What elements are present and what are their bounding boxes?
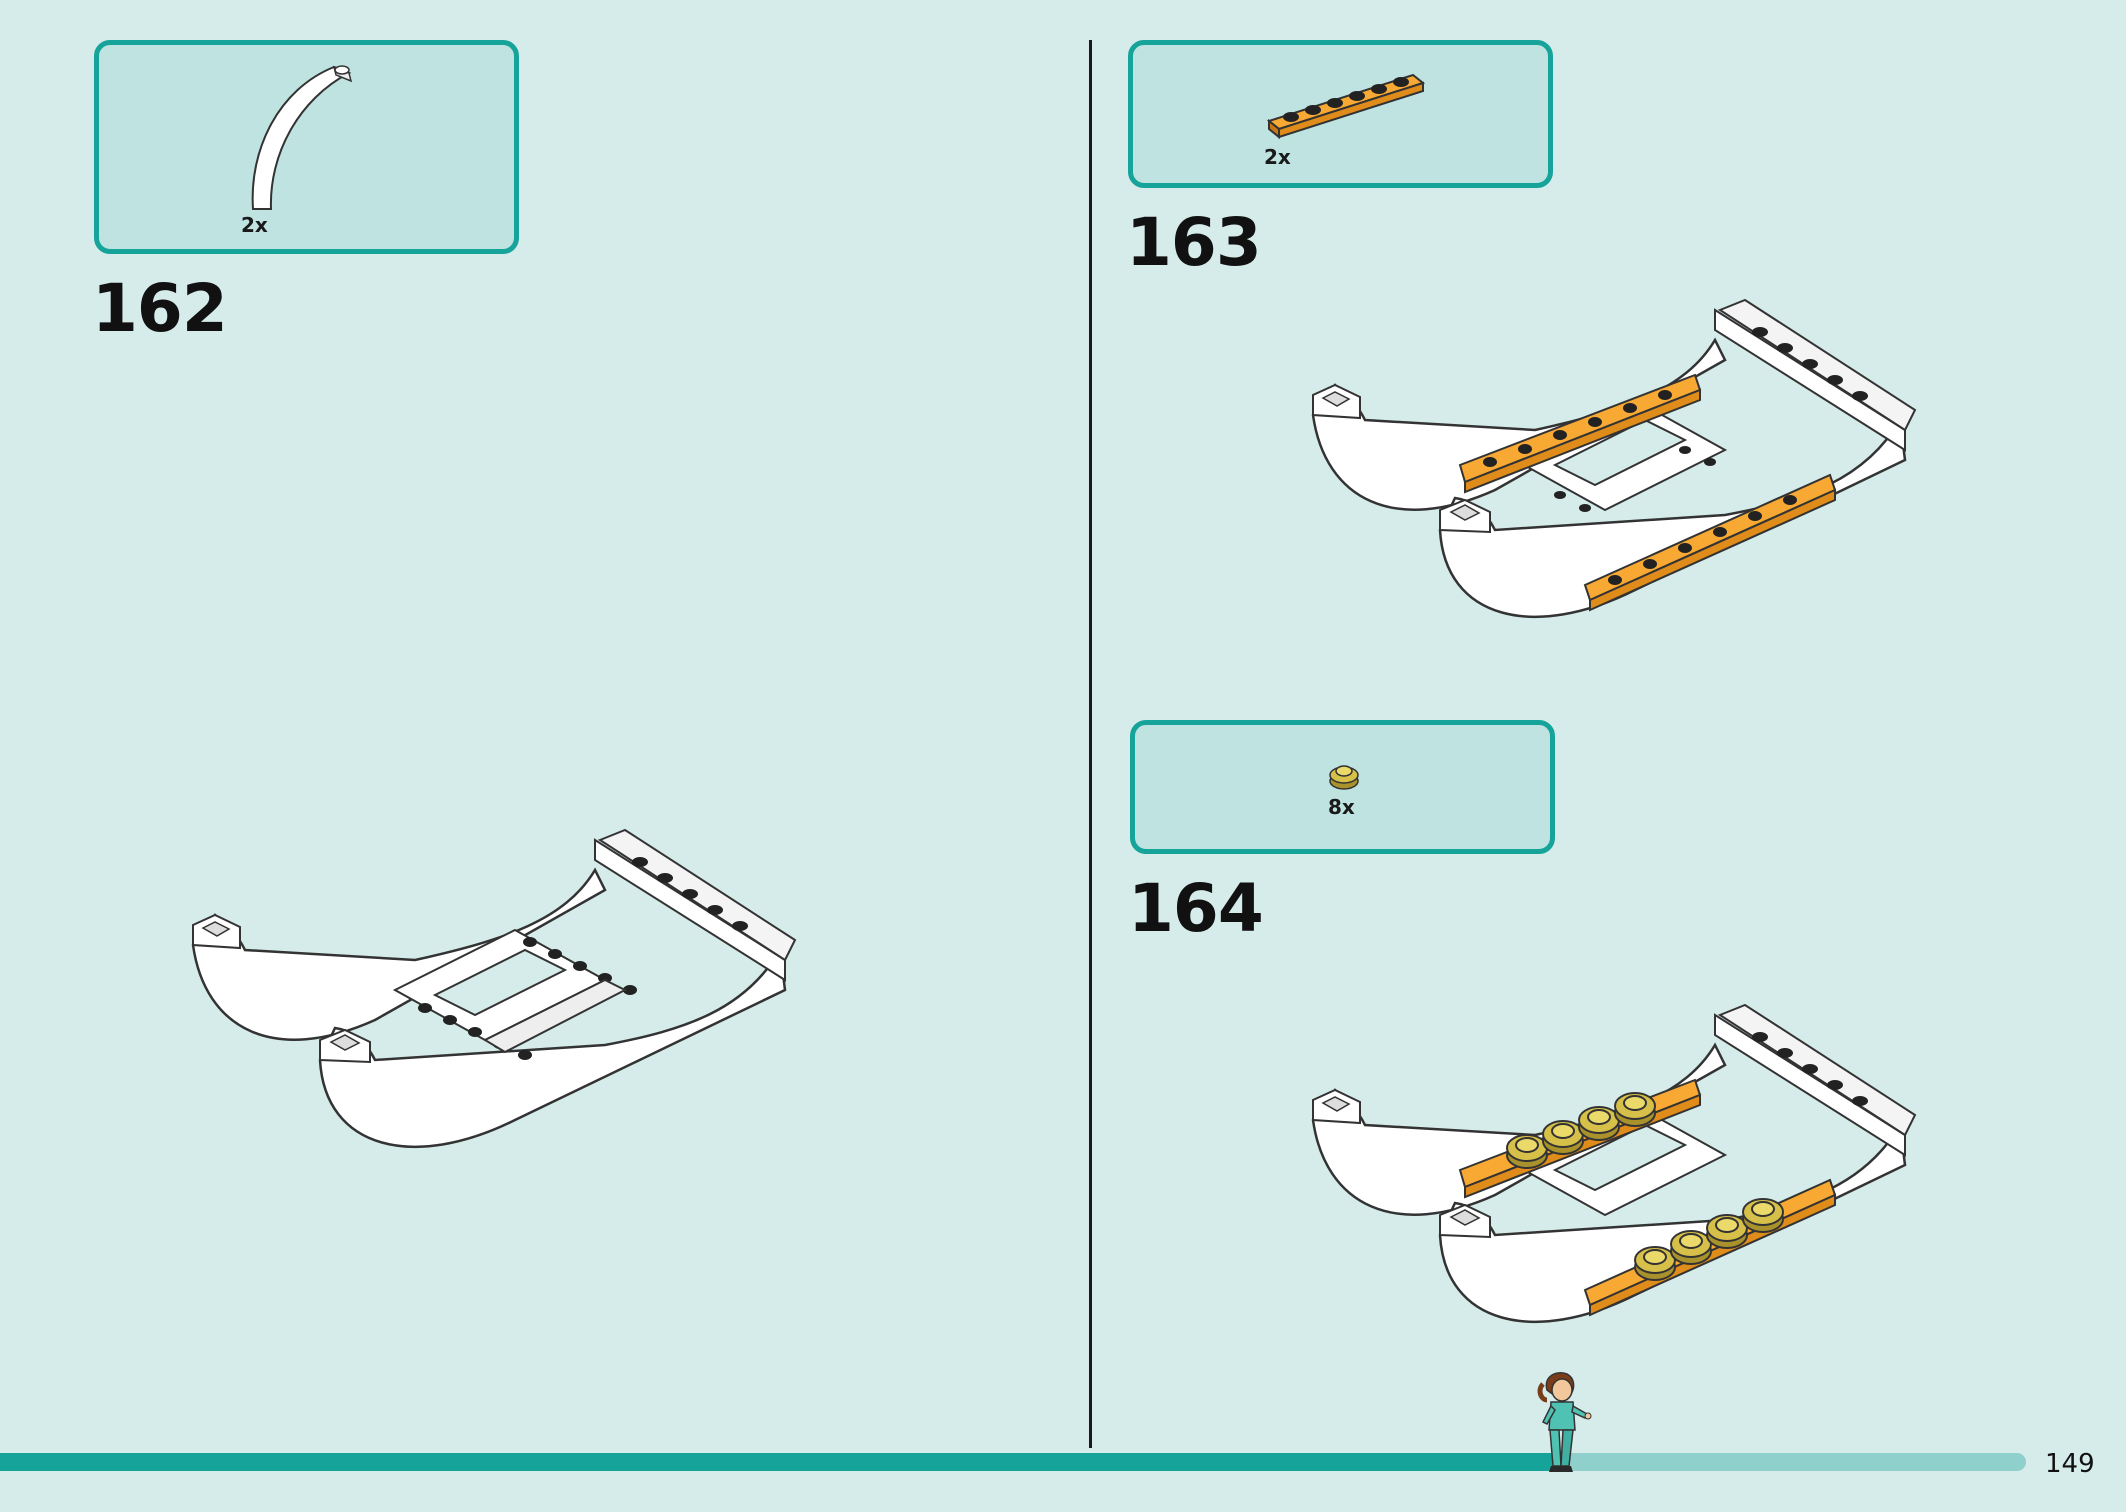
white-curved-arch-brick-icon <box>251 65 353 210</box>
parts-box-step-162: 2x <box>94 40 519 254</box>
part-quantity: 2x <box>241 213 268 237</box>
sleigh-step-163-illustration <box>1311 298 1917 618</box>
step-number-163: 163 <box>1126 204 1262 281</box>
step-number-162: 162 <box>92 270 228 347</box>
orange-1x6-plate-icon <box>1266 73 1426 140</box>
part-quantity: 2x <box>1264 145 1291 169</box>
step-number-164: 164 <box>1128 870 1264 947</box>
minifigure-walking-icon <box>1537 1372 1592 1472</box>
sleigh-frame-step-162-illustration <box>191 828 797 1148</box>
part-quantity: 8x <box>1328 795 1355 819</box>
sleigh-step-164-illustration <box>1311 1003 1917 1323</box>
parts-box-step-163: 2x <box>1128 40 1553 188</box>
parts-box-step-164: 8x <box>1130 720 1555 854</box>
page-divider <box>1089 40 1092 1448</box>
page-number: 149 <box>2045 1449 2095 1479</box>
progress-fill <box>0 1453 1560 1471</box>
gold-round-plate-icon <box>1329 765 1359 790</box>
